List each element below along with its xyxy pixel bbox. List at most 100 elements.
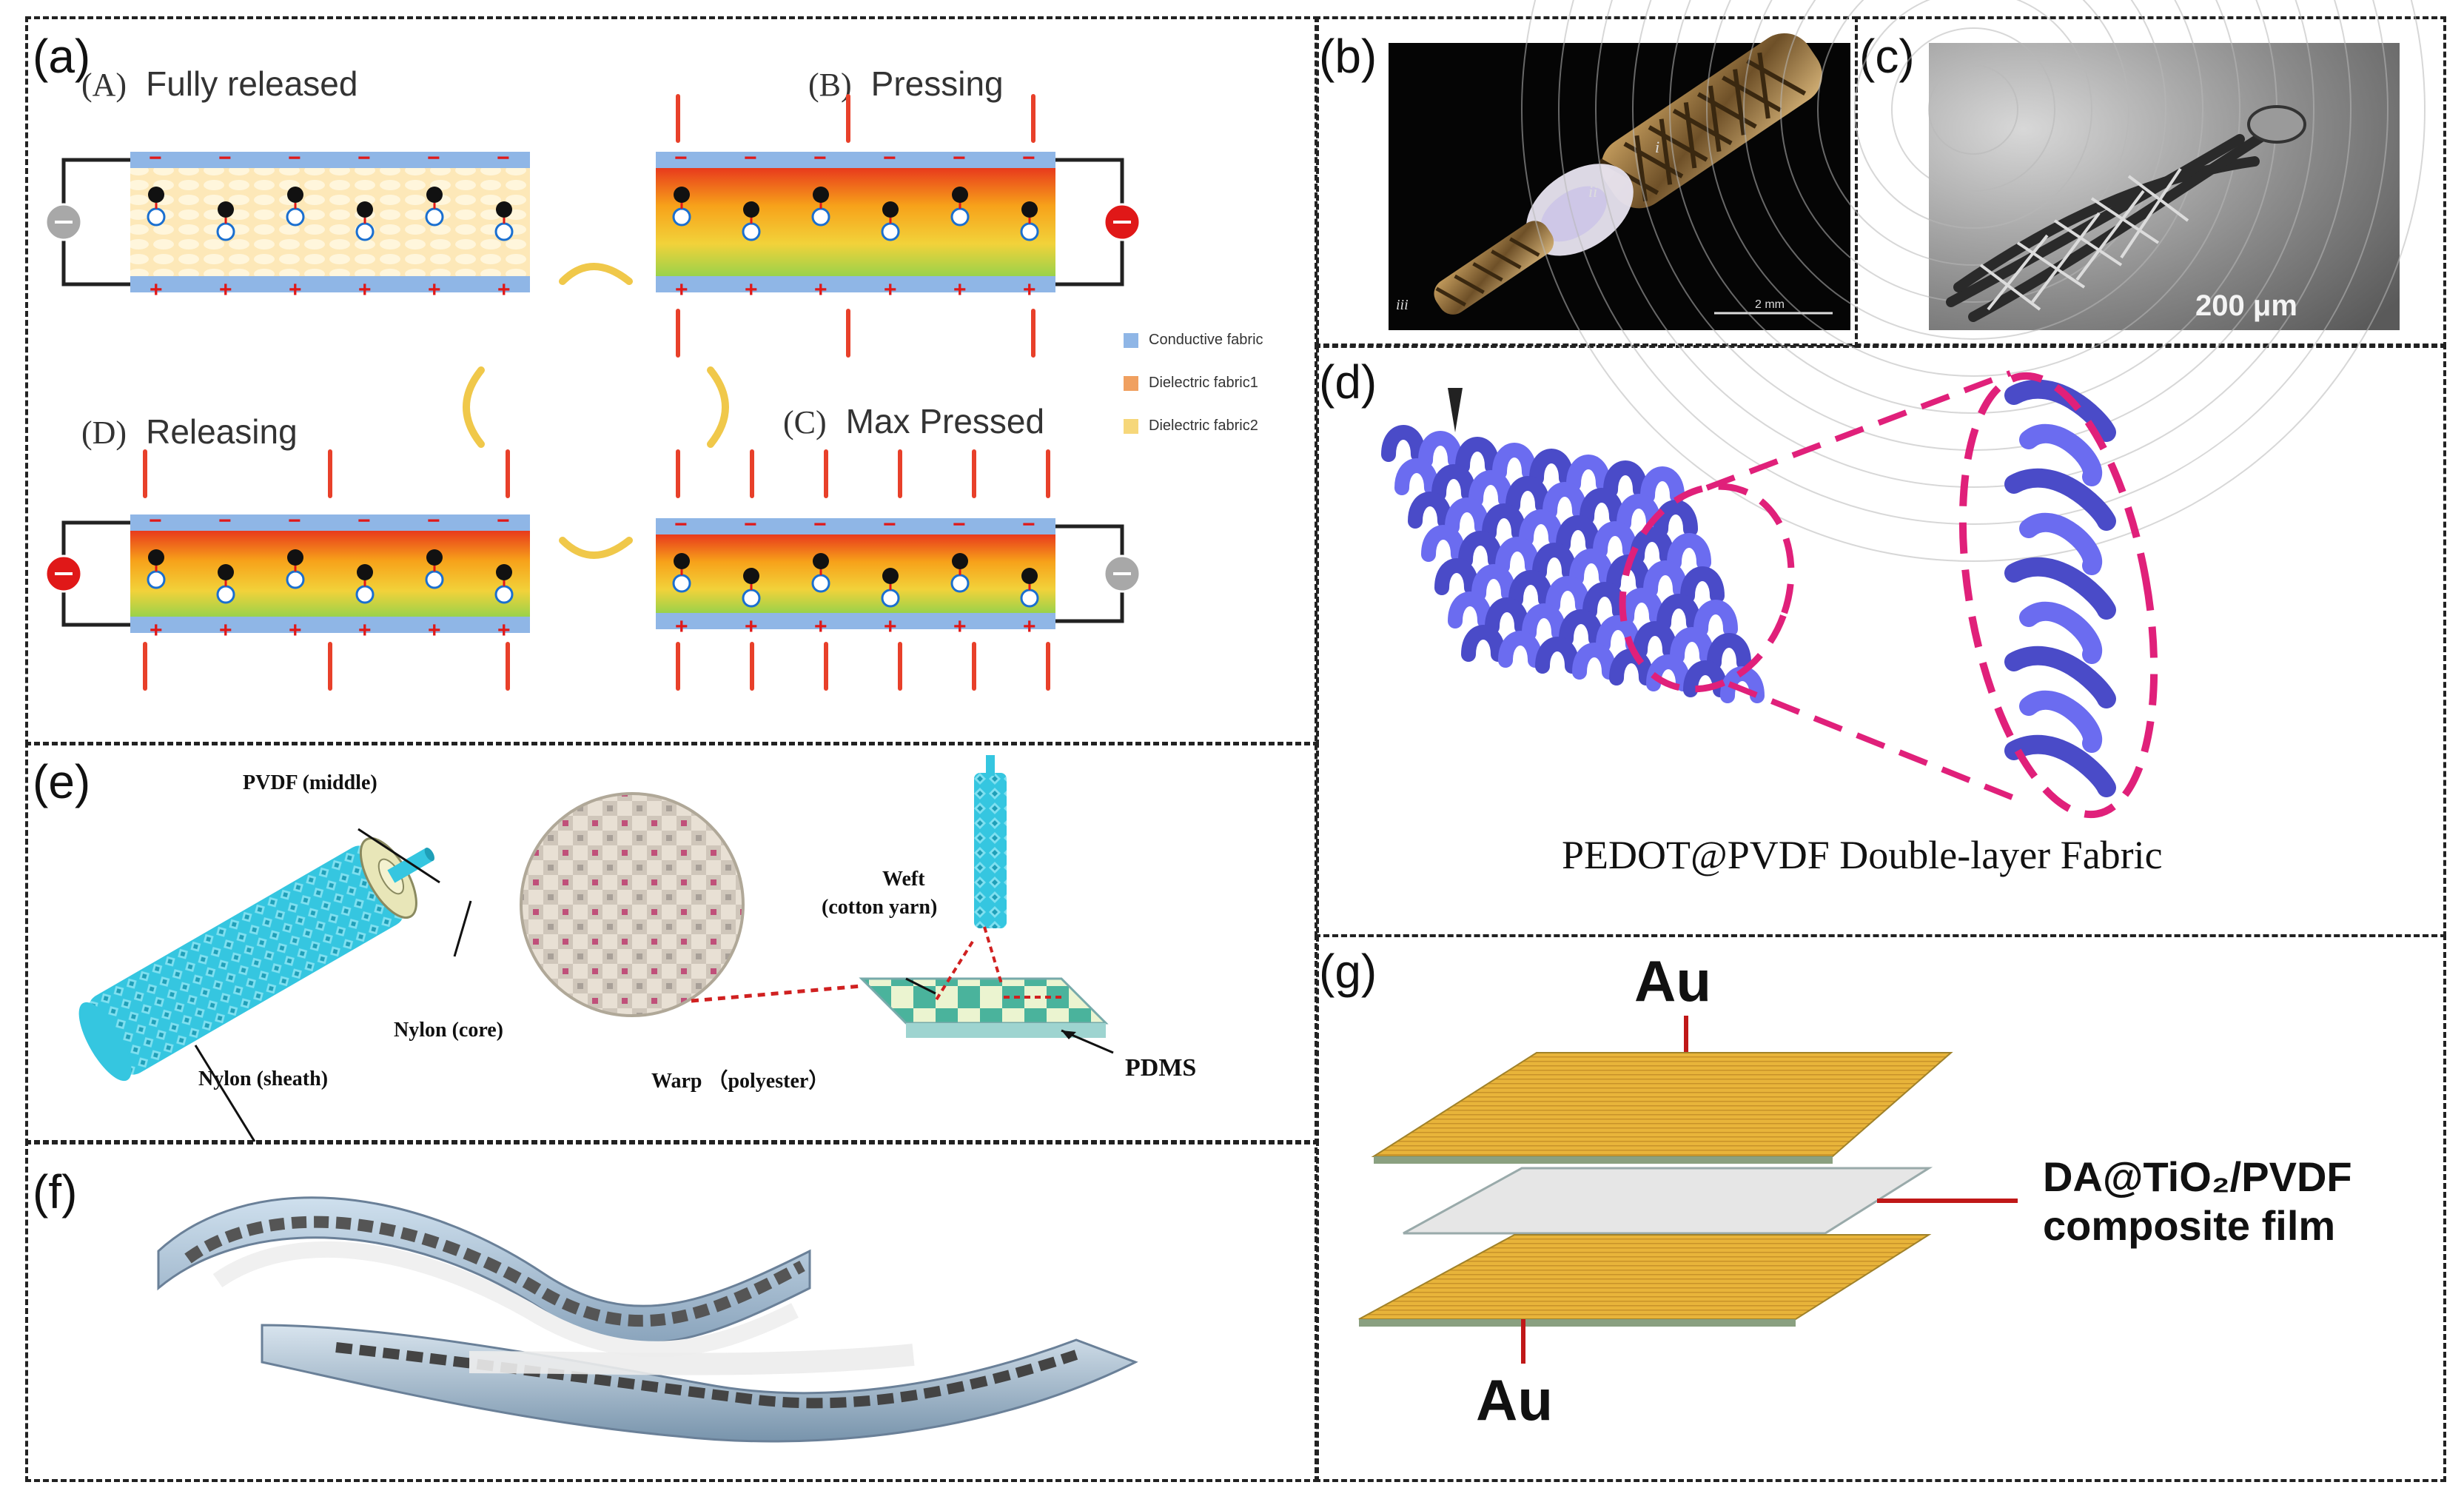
knit-detail-loop bbox=[2019, 691, 2102, 753]
knit-loop bbox=[1408, 492, 1452, 529]
label-nylon-sheath: Nylon (sheath) bbox=[198, 1067, 329, 1090]
knit-loop bbox=[1381, 425, 1426, 462]
device-d: −+−+−+−+−+−+ bbox=[44, 509, 530, 643]
knit-loop bbox=[1461, 625, 1505, 662]
knit-detail-loop bbox=[2019, 513, 2102, 575]
fiber-strand-vertical bbox=[974, 755, 1007, 987]
dielectric-d bbox=[130, 531, 530, 617]
knit-loop bbox=[1640, 466, 1685, 503]
electron-dot bbox=[496, 564, 512, 580]
plus-sign: + bbox=[675, 278, 688, 302]
stage-b-title: (B)Pressing bbox=[808, 64, 1004, 104]
knit-loop bbox=[1394, 458, 1439, 495]
ion-dot bbox=[286, 207, 305, 227]
panel-f-label: (f) bbox=[33, 1165, 78, 1219]
plus-sign: + bbox=[814, 614, 828, 639]
ion-dot bbox=[355, 585, 375, 604]
ion-dot bbox=[494, 585, 514, 604]
knit-detail-loop bbox=[2019, 602, 2102, 664]
plus-sign: + bbox=[150, 278, 163, 302]
bottom-electrode-c bbox=[656, 613, 1055, 629]
ion-dot bbox=[950, 574, 970, 593]
knit-loop bbox=[1532, 543, 1577, 580]
plus-sign: + bbox=[289, 618, 302, 643]
label-weft: Weft bbox=[882, 868, 925, 891]
electron-dot bbox=[426, 187, 443, 203]
knit-loop bbox=[1458, 531, 1503, 568]
ion-dot bbox=[216, 222, 235, 241]
knit-loop bbox=[1508, 570, 1553, 607]
dielectric-c bbox=[656, 534, 1055, 613]
ion-dot bbox=[1020, 589, 1039, 608]
plus-sign: + bbox=[497, 618, 511, 643]
knit-loop bbox=[1569, 549, 1614, 586]
legend-label-dielectric1: Dielectric fabric1 bbox=[1149, 375, 1258, 391]
knit-loop bbox=[1482, 503, 1526, 540]
knit-loop bbox=[1495, 537, 1540, 574]
knit-detail-loop bbox=[2004, 468, 2116, 531]
ion-dot bbox=[425, 570, 444, 589]
minus-sign: − bbox=[674, 512, 688, 537]
plus-sign: + bbox=[358, 278, 372, 302]
knit-loop bbox=[1485, 597, 1529, 634]
plus-sign: + bbox=[219, 278, 232, 302]
coaxial-yarn-illustration bbox=[78, 755, 1114, 1142]
knit-loop bbox=[1596, 615, 1640, 652]
top-electrode-label: Au bbox=[1634, 948, 1711, 1013]
scale-bar-b-label: 2 mm bbox=[1755, 298, 1785, 311]
cycle-arc-1 bbox=[559, 537, 633, 559]
minus-sign: − bbox=[288, 509, 301, 533]
mark-iii: iii bbox=[1396, 297, 1409, 313]
knit-loop bbox=[1535, 637, 1580, 674]
knit-loop bbox=[1471, 564, 1516, 601]
minus-sign: − bbox=[218, 146, 232, 170]
minus-sign: − bbox=[1022, 512, 1035, 537]
plus-sign: + bbox=[1023, 278, 1036, 302]
electron-dot bbox=[1021, 201, 1038, 218]
plus-sign: + bbox=[358, 618, 372, 643]
knit-loop bbox=[1559, 609, 1603, 646]
knit-loop bbox=[1617, 494, 1661, 531]
woven-fabric-closeup bbox=[520, 792, 745, 1017]
plus-sign: + bbox=[428, 618, 441, 643]
panel-g-label: (g) bbox=[1319, 945, 1377, 998]
bottom-electrode-b bbox=[656, 276, 1055, 292]
zoom-detail-ellipse bbox=[1958, 372, 2158, 819]
woven-substrate bbox=[862, 979, 1106, 1023]
ion-dot bbox=[425, 207, 444, 227]
electron-dot bbox=[813, 187, 829, 203]
knit-loop bbox=[1670, 627, 1714, 664]
knit-loop bbox=[1556, 515, 1600, 552]
knit-loop bbox=[1630, 527, 1674, 564]
knit-loop bbox=[1603, 460, 1648, 497]
ion-dot bbox=[1020, 222, 1039, 241]
plus-sign: + bbox=[953, 278, 967, 302]
minus-sign: − bbox=[883, 512, 896, 537]
plus-sign: + bbox=[1023, 614, 1036, 639]
legend-dielectric2: Dielectric fabric2 bbox=[1124, 418, 1258, 435]
wavy-fabric-illustration bbox=[157, 1196, 1138, 1443]
knit-loop bbox=[1609, 648, 1654, 686]
knit-loop bbox=[1545, 576, 1590, 613]
knit-loop bbox=[1498, 631, 1542, 668]
braided-yarn-photo: ii i iii 2 mm bbox=[1389, 33, 1850, 330]
ion-dot bbox=[811, 207, 830, 227]
minus-sign: − bbox=[813, 146, 827, 170]
knit-loop bbox=[1519, 509, 1563, 546]
panel-g-frame bbox=[1315, 934, 2446, 1482]
ion-dot bbox=[355, 222, 375, 241]
knit-loop bbox=[1643, 560, 1688, 597]
knit-loop bbox=[1492, 443, 1537, 480]
electron-dot bbox=[148, 549, 164, 566]
knit-loop bbox=[1566, 455, 1611, 492]
electron-dot bbox=[148, 187, 164, 203]
legend-swatch-dielectric1 bbox=[1124, 375, 1138, 391]
panel-c-label: (c) bbox=[1859, 30, 1915, 83]
label-nylon-core: Nylon (core) bbox=[394, 1019, 503, 1042]
core-strand bbox=[1434, 221, 1554, 315]
minus-sign: − bbox=[953, 146, 966, 170]
bottom-electrode bbox=[1358, 1234, 1932, 1320]
ion-dot bbox=[494, 222, 514, 241]
knit-loop bbox=[1529, 449, 1574, 486]
knit-loop bbox=[1680, 566, 1725, 603]
